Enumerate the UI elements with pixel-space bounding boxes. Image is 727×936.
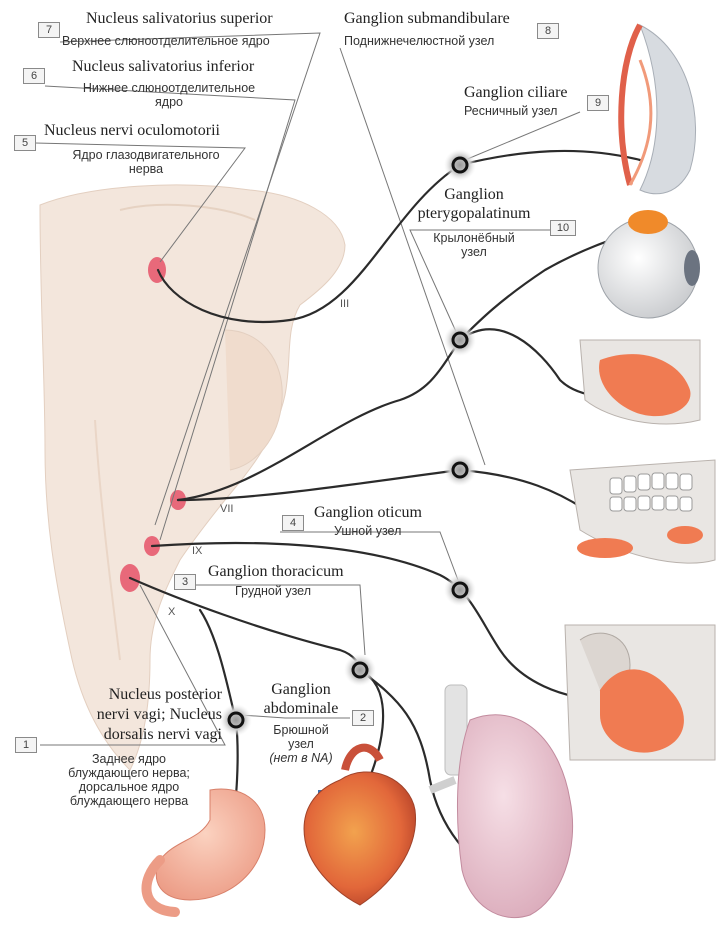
nerve-label-ix: IX <box>192 545 202 557</box>
ganglion-pterygopalatinum <box>444 324 476 356</box>
label-number-5: 5 <box>14 135 36 151</box>
label-number-8: 8 <box>537 23 559 39</box>
label-3-russian: Грудной узел <box>235 584 311 598</box>
ganglion-oticum <box>444 574 476 606</box>
label-2-latin-2: abdominale <box>256 700 346 718</box>
label-1-russian-2: блуждающего нерва; <box>44 766 214 780</box>
label-8-latin: Ganglion submandibulare <box>344 10 510 28</box>
label-5-russian-1: Ядро глазодвигательного <box>40 148 252 162</box>
eyeball-organ <box>598 210 700 318</box>
label-4-latin: Ganglion oticum <box>314 504 422 522</box>
label-number-4: 4 <box>282 515 304 531</box>
heart-organ <box>304 748 416 905</box>
eye-section-organ <box>621 25 695 194</box>
label-number-9: 9 <box>587 95 609 111</box>
label-10-latin-1: Ganglion <box>404 186 544 204</box>
label-6-russian-1: Нижнее слюноотделительное <box>62 81 276 95</box>
label-3-latin: Ganglion thoracicum <box>208 563 344 581</box>
jaw-teeth-organ <box>570 460 715 563</box>
label-1-russian-1: Заднее ядро <box>44 752 214 766</box>
lung-organ <box>430 685 573 918</box>
label-5-latin: Nucleus nervi oculomotorii <box>44 122 220 140</box>
label-number-7: 7 <box>38 22 60 38</box>
label-2-latin-1: Ganglion <box>256 681 346 699</box>
label-number-3: 3 <box>174 574 196 590</box>
label-4-russian: Ушной узел <box>334 524 401 538</box>
label-number-10: 10 <box>550 220 576 236</box>
label-7-latin: Nucleus salivatorius superior <box>86 10 273 28</box>
label-1-russian-3: дорсальное ядро <box>44 780 214 794</box>
sublingual-gland-organ <box>580 340 700 424</box>
ganglion-thoracicum <box>344 654 376 686</box>
label-9-russian: Ресничный узел <box>464 104 557 118</box>
label-number-1: 1 <box>15 737 37 753</box>
label-7-russian: Верхнее слюноотделительное ядро <box>62 34 270 48</box>
label-10-russian-1: Крылонёбный <box>404 231 544 245</box>
nerve-label-x: X <box>168 606 175 618</box>
nerve-label-iii: III <box>340 298 349 310</box>
parotid-ear-organ <box>565 625 715 760</box>
label-1-russian-4: блуждающего нерва <box>44 794 214 808</box>
ganglion-submandibulare <box>444 454 476 486</box>
label-number-6: 6 <box>23 68 45 84</box>
label-2-russian-2: узел <box>256 737 346 751</box>
label-9-latin: Ganglion ciliare <box>464 84 568 102</box>
label-1-latin-3: dorsalis nervi vagi <box>62 726 222 744</box>
label-5-russian-2: нерва <box>40 162 252 176</box>
nerve-label-vii: VII <box>220 503 233 515</box>
label-number-2: 2 <box>352 710 374 726</box>
label-10-latin-2: pterygopalatinum <box>404 205 544 223</box>
label-10-russian-2: узел <box>404 245 544 259</box>
label-1-latin-2: nervi vagi; Nucleus <box>62 706 222 724</box>
label-1-latin-1: Nucleus posterior <box>62 686 222 704</box>
label-2-russian-1: Брюшной <box>256 723 346 737</box>
label-6-latin: Nucleus salivatorius inferior <box>72 58 254 76</box>
label-6-russian-2: ядро <box>62 95 276 109</box>
label-8-russian: Поднижнечелюстной узел <box>344 34 494 48</box>
ganglion-ciliare <box>444 149 476 181</box>
ganglion-abdominale <box>220 704 252 736</box>
label-2-russian-3: (нет в NA) <box>256 751 346 765</box>
